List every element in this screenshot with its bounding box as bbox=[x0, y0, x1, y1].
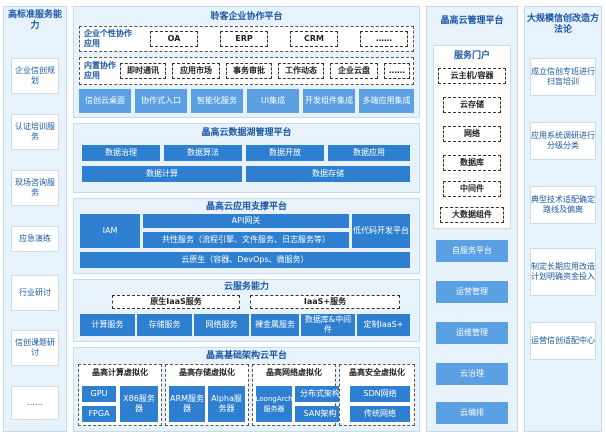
mgmt-maintenance: 运维管理 bbox=[436, 322, 508, 344]
method-step-4: 制定长期应用改造计划明确资金投入 bbox=[530, 248, 596, 296]
collab-multi: 多端应用集成 bbox=[359, 89, 414, 113]
builtin-apps-label: 内置协作应用 bbox=[84, 61, 116, 80]
left-item-consulting: 现场咨询服务 bbox=[11, 170, 59, 206]
app-more: …… bbox=[360, 31, 408, 47]
mgmt-operation: 运营管理 bbox=[436, 281, 508, 303]
svc-baremetal: 裸金属服务 bbox=[251, 314, 299, 336]
left-item-industry: 行业研讨 bbox=[11, 275, 59, 311]
method-step-2: 应用系统调研进行分级分类 bbox=[530, 122, 596, 160]
net-sdn: SDN网络 bbox=[350, 386, 410, 402]
left-item-drill: 应急演练 bbox=[11, 226, 59, 252]
net-traditional: 传统网络 bbox=[350, 406, 410, 422]
collab-platform-title: 聆客企业协作平台 bbox=[210, 12, 283, 22]
group-compute-label: 晶高计算虚拟化 bbox=[80, 366, 160, 380]
hw-loongarch: LoongArch服务器 bbox=[255, 386, 293, 422]
hw-alpha: Alpha服务器 bbox=[208, 386, 245, 422]
left-item-planning: 企业信创规划 bbox=[11, 58, 59, 94]
hw-fpga: FPGA bbox=[82, 406, 116, 422]
iaas-plus: IaaS+服务 bbox=[250, 295, 400, 309]
datalake-title: 晶高云数据湖管理平台 bbox=[201, 128, 292, 138]
native-iaas: 原生IaaS服务 bbox=[112, 295, 240, 309]
hw-gpu: GPU bbox=[82, 386, 116, 402]
data-storage: 数据存储 bbox=[246, 166, 410, 182]
cloud-native: 云原生（容器、DevOps、微服务） bbox=[80, 252, 410, 268]
data-application: 数据应用 bbox=[328, 145, 410, 161]
mgmt-title: 晶高云管理平台 bbox=[440, 16, 504, 26]
data-compute: 数据计算 bbox=[82, 166, 242, 182]
group-security-label: 晶高安全虚拟化 bbox=[341, 366, 413, 380]
app-feed: 工作动态 bbox=[278, 63, 324, 79]
cloudservice-title: 云服务能力 bbox=[223, 282, 269, 292]
mgmt-orchestration: 云编排 bbox=[436, 402, 508, 424]
portal-vm: 云主机/容器 bbox=[438, 68, 506, 84]
hw-x86: X86服务器 bbox=[120, 386, 158, 422]
svc-database: 数据库&中间件 bbox=[301, 314, 355, 336]
group-storage-label: 晶高存储虚拟化 bbox=[167, 366, 247, 380]
collab-entry: 协作式入口 bbox=[135, 89, 187, 113]
left-item-training: 认证培训服务 bbox=[11, 114, 59, 150]
app-approval: 事务审批 bbox=[226, 63, 272, 79]
collab-smart: 智能化服务 bbox=[191, 89, 243, 113]
app-oa: OA bbox=[150, 31, 198, 47]
mgmt-governance: 云治理 bbox=[436, 363, 508, 385]
infra-title: 晶高基础架构云平台 bbox=[205, 351, 287, 361]
app-clouddisk: 企业云盘 bbox=[330, 63, 378, 79]
appsupport-title: 晶高云应用支撑平台 bbox=[205, 202, 287, 212]
collab-dev: 开发组件集成 bbox=[303, 89, 355, 113]
hw-arm: ARM服务器 bbox=[169, 386, 205, 422]
left-panel-title: 高标准服务能力 bbox=[8, 10, 63, 31]
iam-block: IAM bbox=[80, 214, 140, 248]
api-gateway: API网关 bbox=[143, 214, 349, 228]
lowcode-platform: 低代码开发平台 bbox=[352, 214, 410, 248]
app-erp: ERP bbox=[220, 31, 268, 47]
method-step-1: 成立信创专班进行扫盲培训 bbox=[530, 58, 596, 96]
app-more-2: …… bbox=[384, 63, 410, 79]
portal-database: 数据库 bbox=[443, 155, 501, 171]
portal-storage: 云存储 bbox=[443, 97, 501, 113]
collab-desktop: 信创云桌面 bbox=[79, 89, 131, 113]
app-market: 应用市场 bbox=[172, 63, 220, 79]
custom-apps-label: 企业个性协作应用 bbox=[84, 29, 132, 48]
app-im: 即时通讯 bbox=[120, 63, 166, 79]
data-governance: 数据治理 bbox=[82, 145, 160, 161]
method-step-5: 运营信创适配中心 bbox=[530, 322, 596, 360]
common-services: 共性服务（流程引擎、文件服务、日志服务等） bbox=[143, 232, 349, 248]
arch-distributed: 分布式架构 bbox=[295, 386, 345, 402]
portal-bigdata: 大数据组件 bbox=[440, 207, 504, 223]
left-item-research: 信创课题研讨 bbox=[11, 330, 59, 366]
mgmt-selfservice: 自服务平台 bbox=[436, 240, 508, 262]
svc-custom: 定制IaaS+ bbox=[357, 314, 410, 336]
collab-ui: UI集成 bbox=[247, 89, 299, 113]
svc-storage: 存储服务 bbox=[137, 314, 192, 336]
portal-title: 服务门户 bbox=[453, 51, 490, 61]
portal-middleware: 中间件 bbox=[443, 181, 501, 197]
group-network-label: 晶高网络虚拟化 bbox=[254, 366, 334, 380]
portal-network: 网络 bbox=[443, 126, 501, 142]
method-step-3: 典型技术适配确定路线及偏离 bbox=[530, 186, 596, 224]
svc-network: 网络服务 bbox=[194, 314, 249, 336]
data-algorithm: 数据算法 bbox=[164, 145, 242, 161]
data-open: 数据开放 bbox=[246, 145, 324, 161]
app-crm: CRM bbox=[290, 31, 338, 47]
left-item-more: …… bbox=[11, 386, 59, 420]
right-panel-title: 大规模信创改造方法论 bbox=[527, 14, 600, 35]
svc-compute: 计算服务 bbox=[80, 314, 135, 336]
arch-san: SAN架构 bbox=[295, 406, 345, 422]
